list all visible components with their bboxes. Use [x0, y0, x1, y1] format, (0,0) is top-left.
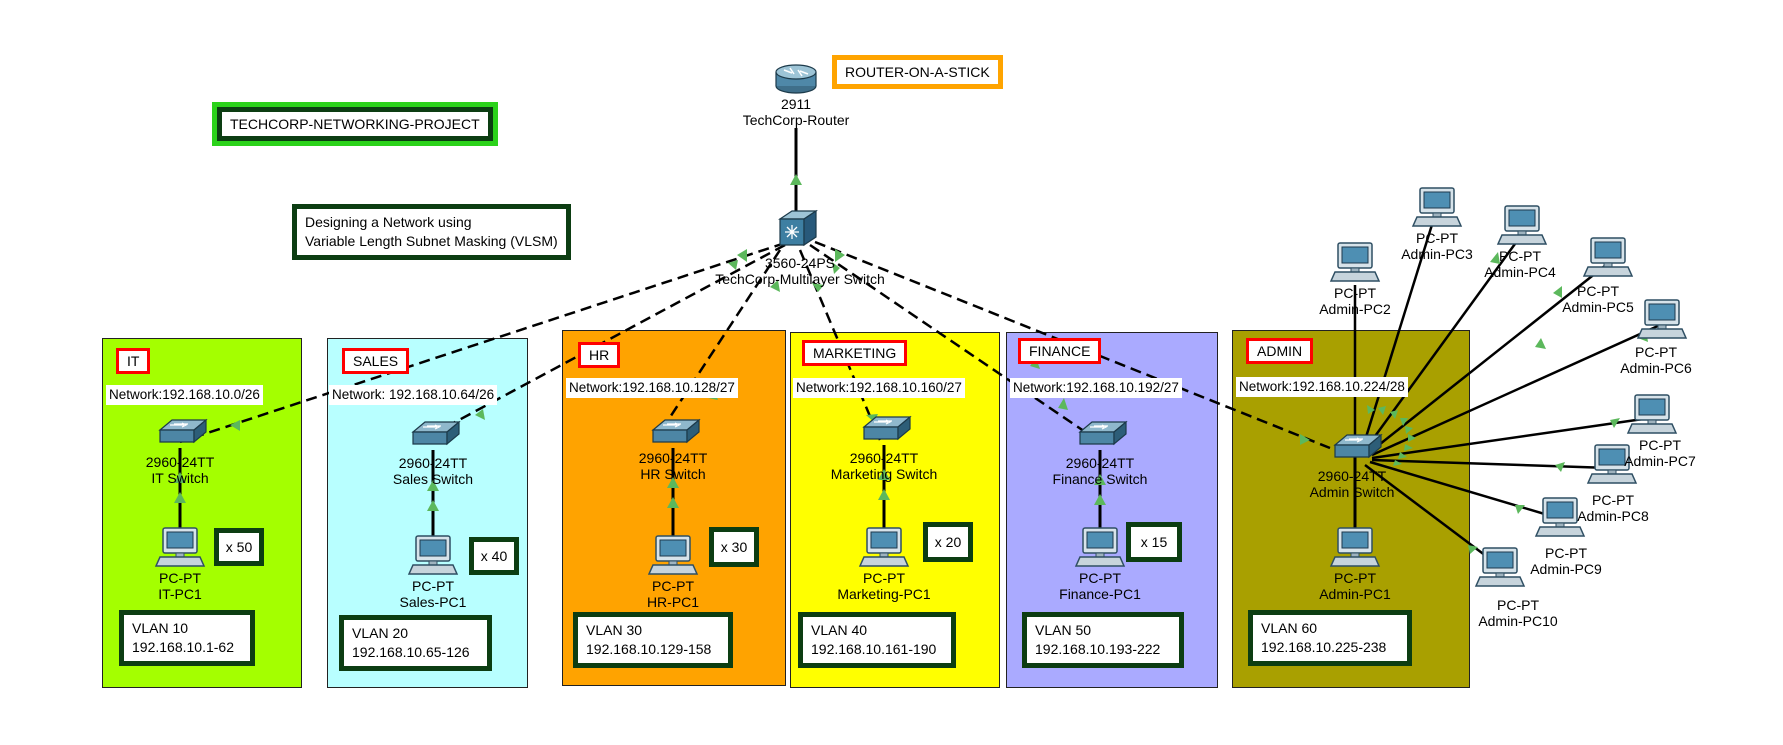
- marketing-network-label: Network:192.168.10.160/27: [793, 378, 965, 398]
- sales-pc1-icon[interactable]: [408, 535, 458, 575]
- marketing-vlan-box: VLAN 40 192.168.10.161-190: [798, 612, 956, 668]
- sales-switch-label: 2960-24TT Sales Switch: [392, 455, 474, 487]
- admin-pc1-label: PC-PT Admin-PC1: [1319, 570, 1391, 602]
- it-network-label: Network:192.168.10.0/26: [106, 385, 263, 405]
- marketing-switch-icon[interactable]: [863, 416, 911, 440]
- project-title-box: TECHCORP-NETWORKING-PROJECT: [212, 102, 498, 146]
- core-trunk-links: [179, 240, 1331, 450]
- sales-vlan-box: VLAN 20 192.168.10.65-126: [339, 615, 492, 671]
- router-icon[interactable]: [775, 64, 817, 94]
- admin-pc1-icon[interactable]: [1330, 527, 1380, 567]
- it-switch-label: 2960-24TT IT Switch: [145, 454, 215, 486]
- it-count-badge: x 50: [214, 528, 264, 566]
- finance-switch-label: 2960-24TT Finance Switch: [1052, 455, 1148, 487]
- marketing-pc1-icon[interactable]: [859, 527, 909, 567]
- admin-switch-label: 2960-24TT Admin Switch: [1309, 468, 1395, 500]
- trunk-arrows: [230, 249, 1310, 445]
- multilayer-switch-icon[interactable]: [778, 209, 818, 247]
- admin-pc7-icon[interactable]: [1627, 394, 1677, 434]
- router-label: 2911 TechCorp-Router: [742, 96, 850, 128]
- description-box: Designing a Network using Variable Lengt…: [292, 204, 571, 260]
- core-switch-model: 3560-24PS: [764, 255, 836, 271]
- router-on-a-stick-tag: ROUTER-ON-A-STICK: [832, 55, 1003, 89]
- marketing-switch-label: 2960-24TT Marketing Switch: [830, 450, 938, 482]
- router-core-link[interactable]: [790, 110, 802, 218]
- sales-tag: SALES: [342, 348, 410, 374]
- finance-tag: FINANCE: [1018, 338, 1102, 364]
- finance-pc-label: PC-PT Finance-PC1: [1059, 570, 1141, 602]
- admin-pc4-icon[interactable]: [1497, 205, 1547, 245]
- description-line2: Variable Length Subnet Masking (VLSM): [305, 233, 558, 249]
- router-name: TechCorp-Router: [742, 112, 850, 128]
- hr-tag: HR: [578, 342, 621, 368]
- admin-tag: ADMIN: [1246, 338, 1314, 364]
- sales-switch-icon[interactable]: [412, 421, 460, 445]
- marketing-tag: MARKETING: [802, 340, 908, 366]
- admin-vlan-box: VLAN 60 192.168.10.225-238: [1248, 610, 1412, 666]
- trunk-link-hr[interactable]: [653, 249, 782, 441]
- trunk-link-it[interactable]: [179, 241, 786, 444]
- core-switch-label: 3560-24PS TechCorp-Multilayer Switch: [715, 255, 885, 287]
- hr-switch-label: 2960-24TT HR Switch: [638, 450, 708, 482]
- core-switch-name: TechCorp-Multilayer Switch: [715, 271, 885, 287]
- project-title: TECHCORP-NETWORKING-PROJECT: [217, 107, 493, 141]
- marketing-count-badge: x 20: [923, 522, 973, 562]
- finance-count-badge: x 15: [1126, 522, 1182, 562]
- access-links: [178, 445, 1357, 538]
- it-pc-label: PC-PT IT-PC1: [158, 570, 202, 602]
- admin-network-label: Network:192.168.10.224/28: [1236, 377, 1408, 397]
- admin-pc3-icon[interactable]: [1412, 187, 1462, 227]
- sales-pc-label: PC-PT Sales-PC1: [399, 578, 467, 610]
- it-vlan-box: VLAN 10 192.168.10.1-62: [119, 610, 255, 666]
- it-tag: IT: [116, 348, 151, 374]
- hr-pc1-icon[interactable]: [648, 535, 698, 575]
- admin-link-arrows: [1367, 252, 1648, 554]
- hr-vlan-box: VLAN 30 192.168.10.129-158: [573, 612, 733, 668]
- sales-count-badge: x 40: [469, 537, 519, 575]
- trunk-link-finance[interactable]: [809, 243, 1101, 444]
- it-pc1-icon[interactable]: [155, 527, 205, 567]
- description-line1: Designing a Network using: [305, 214, 472, 230]
- admin-pc-links: [1353, 214, 1661, 566]
- hr-switch-icon[interactable]: [652, 419, 700, 443]
- finance-pc1-icon[interactable]: [1075, 527, 1125, 567]
- router-model: 2911: [780, 96, 812, 112]
- admin-pc5-icon[interactable]: [1583, 237, 1633, 277]
- finance-vlan-box: VLAN 50 192.168.10.193-222: [1022, 612, 1184, 668]
- hr-network-label: Network:192.168.10.128/27: [566, 378, 738, 398]
- finance-network-label: Network:192.168.10.192/27: [1010, 378, 1182, 398]
- finance-switch-icon[interactable]: [1079, 421, 1127, 445]
- it-switch-icon[interactable]: [159, 419, 207, 443]
- router-tag-label: ROUTER-ON-A-STICK: [837, 60, 998, 84]
- hr-pc-label: PC-PT HR-PC1: [646, 578, 700, 610]
- sales-network-label: Network: 192.168.10.64/26: [329, 385, 498, 405]
- access-arrows: [174, 469, 1106, 511]
- marketing-pc-label: PC-PT Marketing-PC1: [837, 570, 931, 602]
- hr-count-badge: x 30: [709, 527, 759, 567]
- admin-pc10-icon[interactable]: [1475, 547, 1525, 587]
- admin-pc6-icon[interactable]: [1637, 299, 1687, 339]
- admin-pc2-icon[interactable]: [1330, 242, 1380, 282]
